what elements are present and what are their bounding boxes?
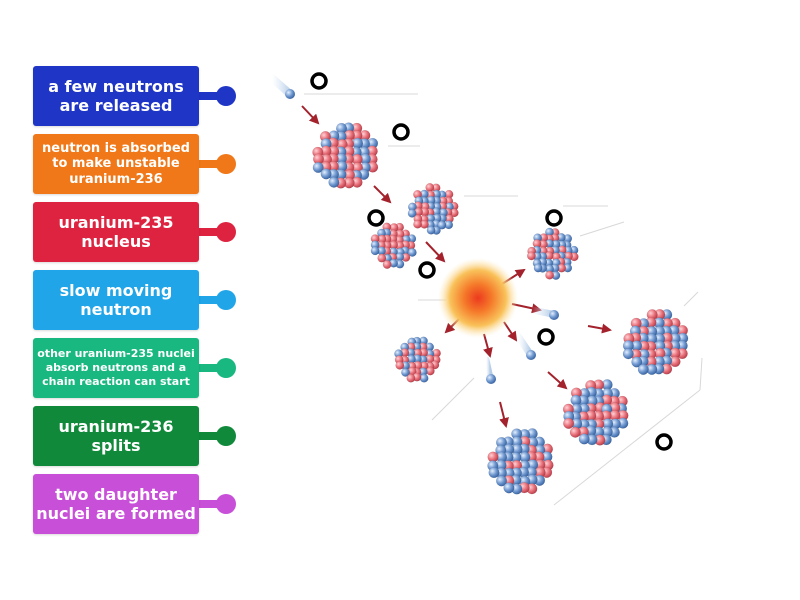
slow-neutron bbox=[268, 74, 295, 99]
label-item: uranium-236 splits bbox=[33, 406, 243, 466]
drop-target[interactable] bbox=[537, 328, 555, 346]
released-neutron bbox=[482, 356, 496, 384]
drop-target[interactable] bbox=[545, 209, 563, 227]
drop-target[interactable] bbox=[418, 261, 436, 279]
label-tile-daughter-nuclei[interactable]: two daughter nuclei are formed bbox=[33, 474, 199, 534]
label-tile-uranium-235-nucleus[interactable]: uranium-235 nucleus bbox=[33, 202, 199, 262]
label-tile-slow-neutron[interactable]: slow moving neutron bbox=[33, 270, 199, 330]
label-handle[interactable] bbox=[216, 494, 236, 514]
label-connector bbox=[193, 92, 223, 100]
label-item: neutron is absorbed to make unstable ura… bbox=[33, 134, 243, 194]
drop-target[interactable] bbox=[655, 433, 673, 451]
label-tile-neutrons-released[interactable]: a few neutrons are released bbox=[33, 66, 199, 126]
label-handle[interactable] bbox=[216, 426, 236, 446]
drop-target[interactable] bbox=[392, 123, 410, 141]
label-item: two daughter nuclei are formed bbox=[33, 474, 243, 534]
label-item: a few neutrons are released bbox=[33, 66, 243, 126]
label-connector bbox=[193, 432, 223, 440]
nucleus bbox=[526, 227, 579, 280]
nuclei bbox=[312, 122, 689, 495]
label-connector bbox=[193, 160, 223, 168]
drop-target[interactable] bbox=[367, 209, 385, 227]
label-tile-uranium-236-splits[interactable]: uranium-236 splits bbox=[33, 406, 199, 466]
label-connector bbox=[193, 364, 223, 372]
nucleus bbox=[487, 428, 554, 495]
label-item: uranium-235 nucleus bbox=[33, 202, 243, 262]
label-handle[interactable] bbox=[216, 154, 236, 174]
nucleus bbox=[407, 183, 459, 235]
label-bank: a few neutrons are released neutron is a… bbox=[33, 66, 243, 542]
released-neutron bbox=[514, 332, 536, 360]
fission-explosion bbox=[438, 258, 518, 338]
released-neutrons bbox=[482, 306, 559, 384]
drop-targets bbox=[310, 72, 673, 451]
nucleus bbox=[562, 379, 629, 446]
nucleus bbox=[622, 309, 689, 375]
label-handle[interactable] bbox=[216, 358, 236, 378]
nucleus bbox=[312, 122, 379, 189]
nucleus bbox=[394, 336, 441, 383]
nucleus bbox=[370, 222, 417, 269]
leader-lines bbox=[304, 93, 703, 506]
drop-target[interactable] bbox=[310, 72, 328, 90]
label-item: other uranium-235 nuclei absorb neutrons… bbox=[33, 338, 243, 398]
label-item: slow moving neutron bbox=[33, 270, 243, 330]
released-neutron bbox=[528, 306, 559, 320]
label-connector bbox=[193, 296, 223, 304]
label-connector bbox=[193, 228, 223, 236]
label-handle[interactable] bbox=[216, 86, 236, 106]
label-tile-chain-reaction[interactable]: other uranium-235 nuclei absorb neutrons… bbox=[33, 338, 199, 398]
label-handle[interactable] bbox=[216, 222, 236, 242]
label-handle[interactable] bbox=[216, 290, 236, 310]
label-tile-neutron-absorbed[interactable]: neutron is absorbed to make unstable ura… bbox=[33, 134, 199, 194]
label-connector bbox=[193, 500, 223, 508]
